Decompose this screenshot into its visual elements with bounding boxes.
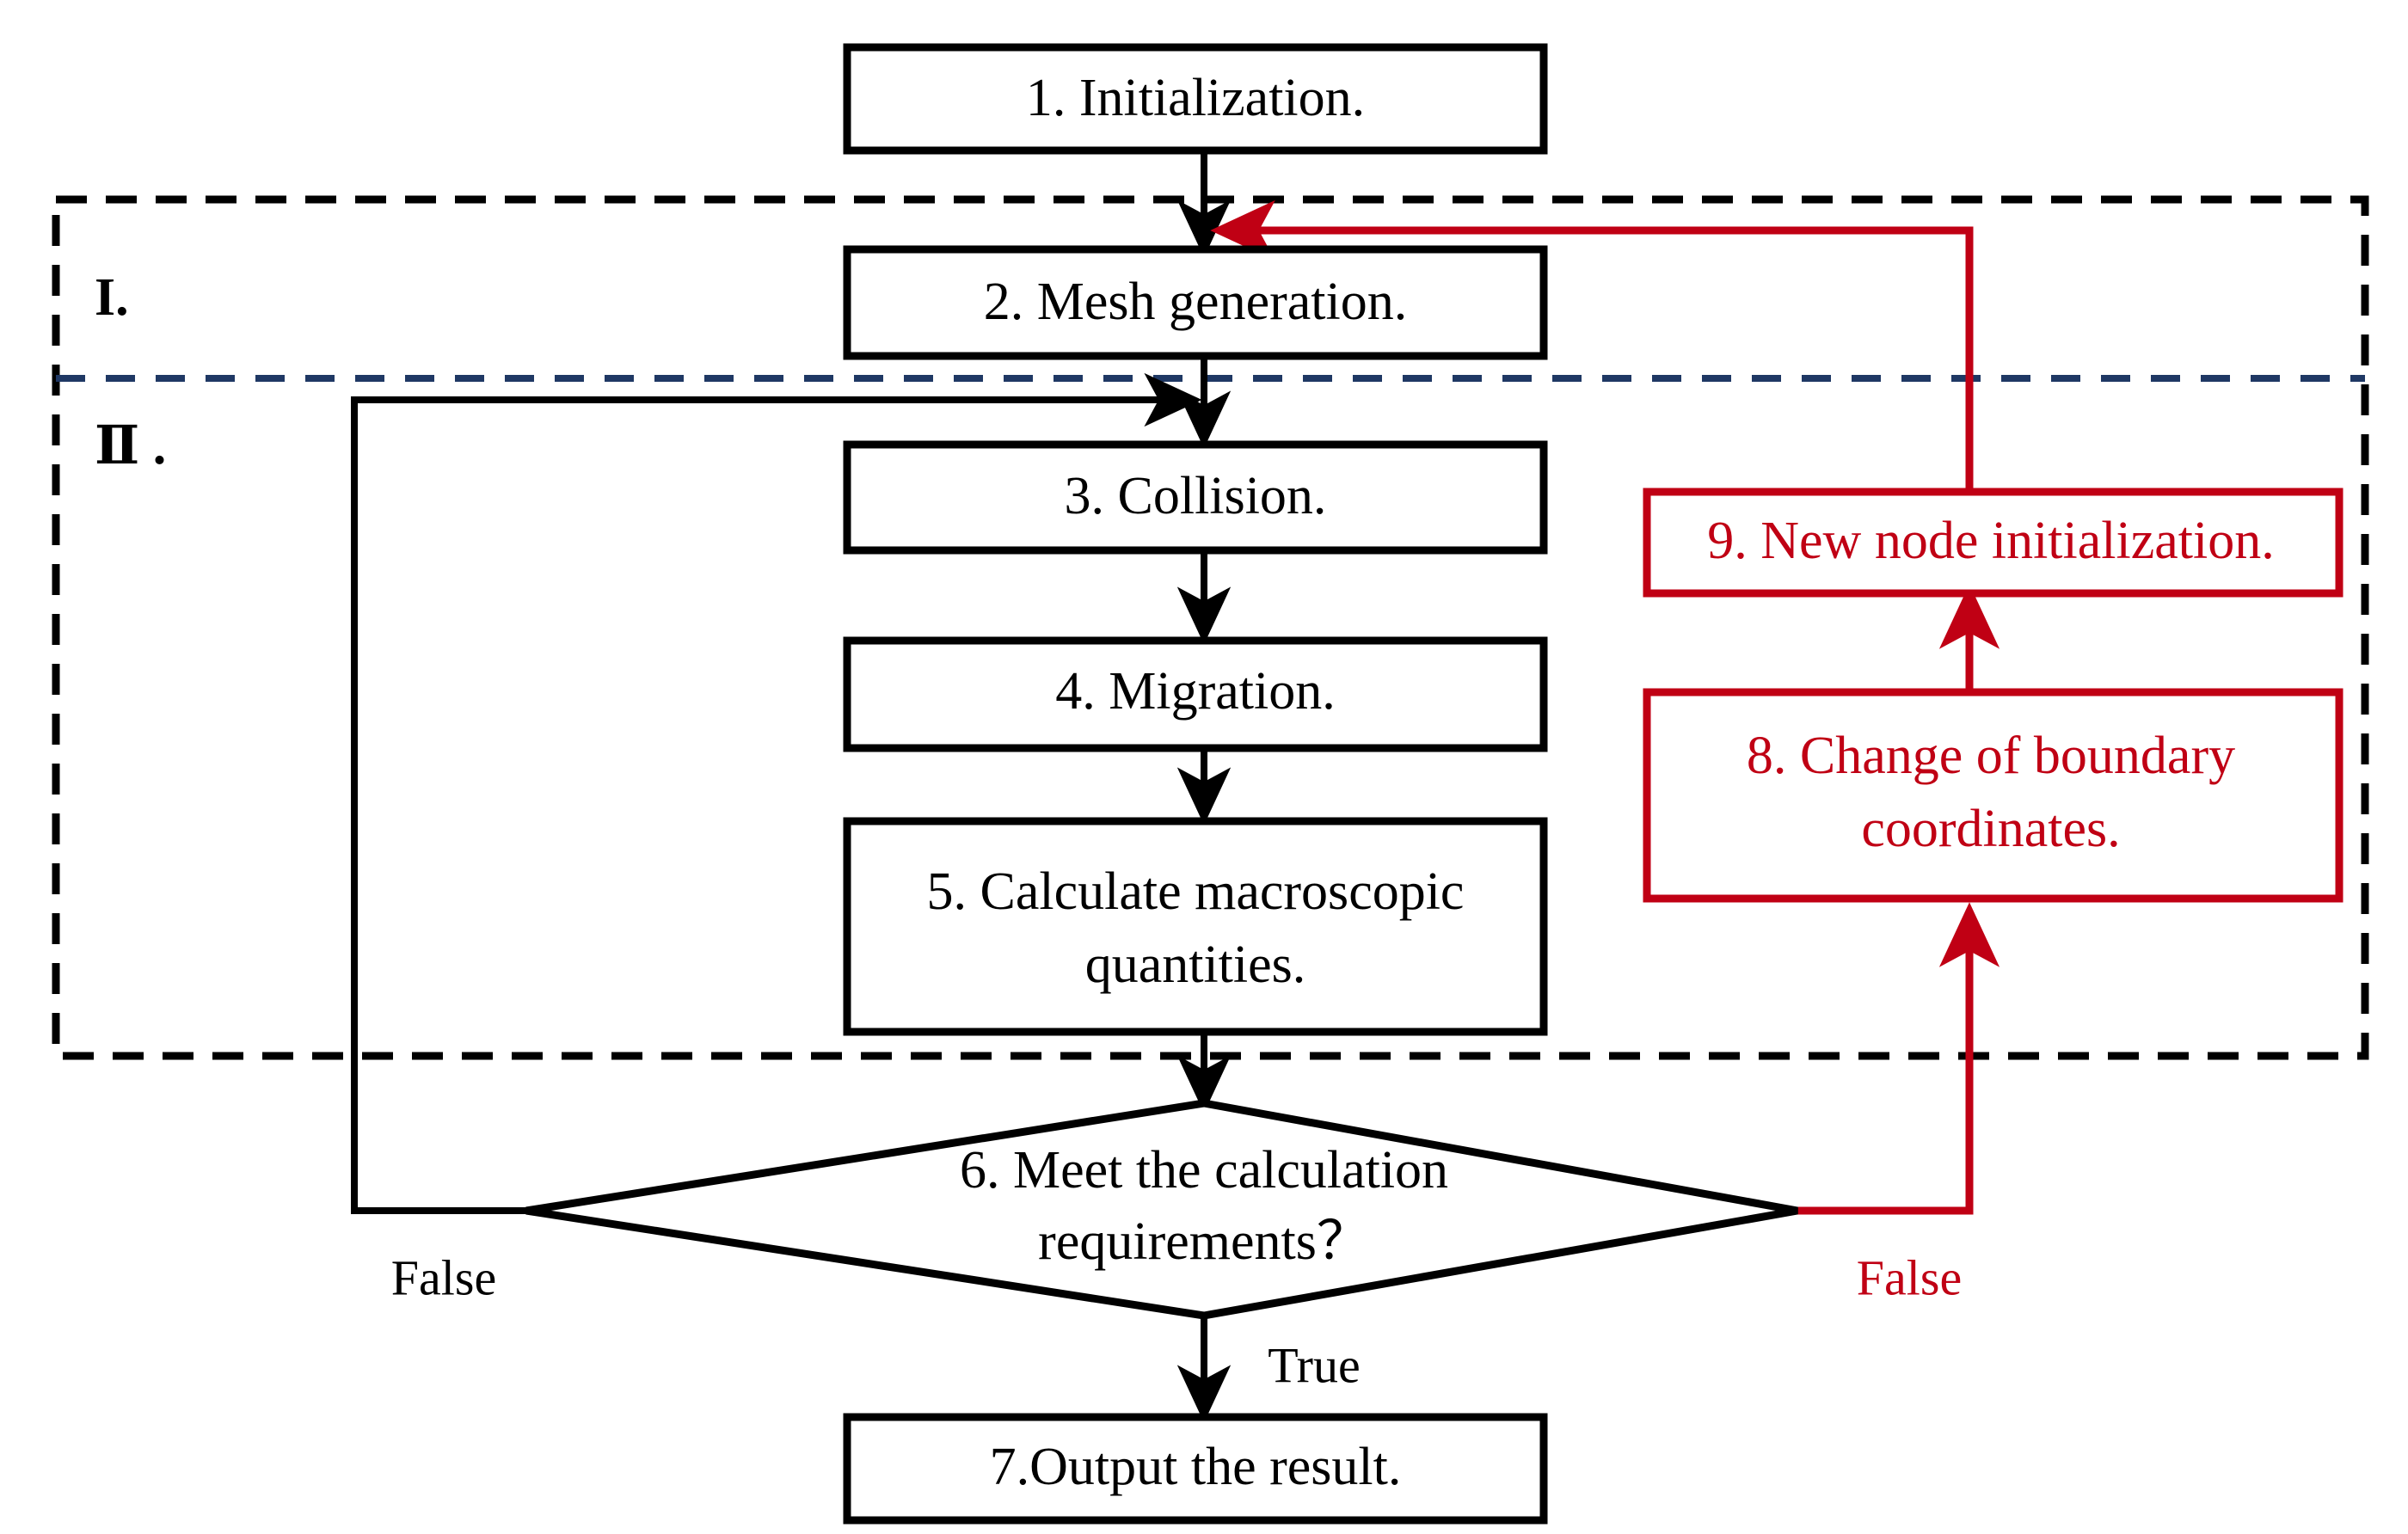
node-4-box [843,636,1548,752]
node-5-box [843,817,1548,1036]
edge-label-false-right: False [1857,1249,1962,1305]
node-2-label: 2. Mesh generation. [984,273,1407,331]
node-decision-requirements[interactable]: 6. Meet the calculation requirements？ [525,1099,1798,1320]
connector-6-to-3-false-left [351,372,1202,1214]
connector-6-to-8-false-right [1797,902,2000,1215]
node-6-label-line-2: requirements？ [1038,1212,1370,1271]
node-initialization[interactable]: 1. Initialization. [843,43,1548,155]
node-calculate-macroscopic[interactable]: 5. Calculate macroscopic quantities. [843,817,1548,1036]
node-7-box [843,1413,1548,1525]
node-4-label: 4. Migration. [1055,662,1335,721]
node-new-node-initialization[interactable]: 9. New node initialization. [1643,488,2344,598]
node-output-result[interactable]: 7.Output the result. [843,1413,1548,1525]
node-migration[interactable]: 4. Migration. [843,636,1548,752]
edge-label-false-left: False [391,1249,496,1305]
node-change-boundary-coordinates[interactable]: 8. Change of boundary coordinates. [1643,688,2344,903]
phase-label-2: Ⅱ . [95,417,166,476]
node-5-label-line-2: quantities. [1085,936,1306,994]
node-collision[interactable]: 3. Collision. [843,440,1548,555]
node-8-box [1643,688,2344,903]
edge-label-true: True [1268,1337,1360,1393]
node-6-diamond [525,1099,1798,1320]
node-9-box [1643,488,2344,598]
node-8-label-line-1: 8. Change of boundary [1747,727,2235,785]
node-3-box [843,440,1548,555]
node-2-box [843,245,1548,360]
node-6-label-line-1: 6. Meet the calculation [960,1141,1448,1200]
node-9-label: 9. New node initialization. [1707,512,2274,570]
node-1-label: 1. Initialization. [1026,69,1365,127]
node-3-label: 3. Collision. [1065,467,1327,525]
node-7-label: 7.Output the result. [990,1438,1402,1496]
node-8-label-line-2: coordinates. [1861,800,2120,858]
phase-label-1: I. [95,268,129,327]
node-5-label-line-1: 5. Calculate macroscopic [927,862,1465,921]
node-mesh-generation[interactable]: 2. Mesh generation. [843,245,1548,360]
connector-9-to-2 [1210,199,1974,509]
node-1-box [843,43,1548,155]
